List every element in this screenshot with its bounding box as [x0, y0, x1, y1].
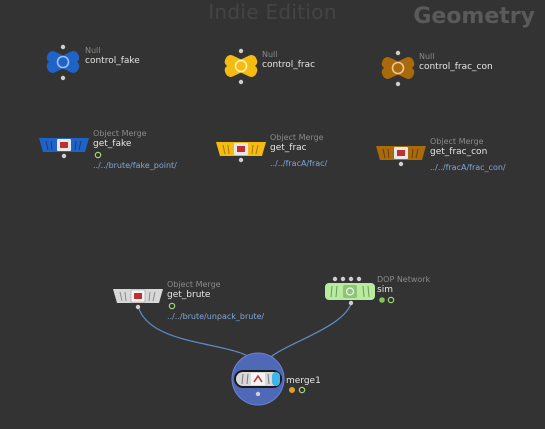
- flag-circle-icon: [298, 386, 306, 394]
- node-name-label[interactable]: get_brute: [167, 290, 211, 300]
- warning-badge-icon: [289, 387, 295, 393]
- dop-network-icon: [343, 285, 357, 298]
- node-flags-icons[interactable]: [378, 296, 400, 306]
- node-path-param: ../../brute/unpack_brute/: [167, 312, 265, 321]
- object-merge-node-shape[interactable]: [215, 132, 271, 166]
- node-control-frac-con[interactable]: Null control_frac_con: [375, 50, 505, 90]
- node-control-frac[interactable]: Null control_frac: [218, 48, 328, 88]
- node-path-param: ../../fracA/frac/: [270, 159, 328, 168]
- node-name-label[interactable]: control_fake: [85, 56, 140, 66]
- node-name-label[interactable]: get_frac_con: [430, 147, 488, 157]
- null-node-shape[interactable]: [218, 48, 268, 88]
- object-merge-node-shape[interactable]: [38, 128, 94, 162]
- null-node-shape[interactable]: [375, 50, 425, 90]
- null-ring-icon: [391, 61, 405, 75]
- null-ring-icon: [56, 55, 70, 69]
- node-name-label[interactable]: merge1: [286, 376, 321, 386]
- node-get-frac[interactable]: Object Merge get_frac ../../fracA/frac/: [215, 132, 355, 178]
- node-type-label: Null: [262, 50, 278, 59]
- node-name-label[interactable]: control_frac: [262, 60, 316, 70]
- flag-circle-icon: [387, 296, 395, 304]
- null-node-shape[interactable]: [40, 44, 90, 84]
- node-get-frac-con[interactable]: Object Merge get_frac_con ../../fracA/fr…: [375, 136, 540, 182]
- node-type-label: Object Merge: [167, 280, 221, 289]
- node-type-label: Object Merge: [430, 137, 484, 146]
- object-merge-node-shape[interactable]: [112, 279, 168, 313]
- node-get-fake[interactable]: Object Merge get_fake ../../brute/fake_p…: [38, 128, 188, 174]
- network-context-label: Geometry: [413, 4, 535, 29]
- node-type-label: Object Merge: [93, 129, 147, 138]
- object-merge-node-shape[interactable]: [375, 136, 431, 170]
- node-name-label[interactable]: control_frac_con: [419, 62, 493, 72]
- merge-node-shape[interactable]: [228, 352, 288, 410]
- node-type-label: Null: [85, 46, 101, 55]
- display-flag: [272, 372, 280, 386]
- node-flags-icons[interactable]: [288, 386, 312, 396]
- node-name-label[interactable]: get_frac: [270, 143, 307, 153]
- node-sim[interactable]: DOP Network sim: [323, 274, 443, 308]
- node-path-param: ../../brute/fake_point/: [93, 161, 177, 170]
- node-merge1[interactable]: merge1: [228, 352, 338, 410]
- null-ring-icon: [234, 59, 248, 73]
- green-flag-icon: [379, 297, 385, 303]
- edition-watermark: Indie Edition: [208, 0, 337, 24]
- node-type-label: DOP Network: [377, 275, 431, 284]
- node-control-fake[interactable]: Null control_fake: [40, 44, 150, 84]
- node-get-brute[interactable]: Object Merge get_brute ../../brute/unpac…: [112, 279, 272, 325]
- flag-circle-icon[interactable]: [94, 151, 104, 161]
- node-name-label[interactable]: get_fake: [93, 139, 132, 149]
- node-name-label[interactable]: sim: [377, 285, 393, 295]
- node-path-param: ../../fracA/frac_con/: [430, 163, 506, 172]
- node-type-label: Object Merge: [270, 133, 324, 142]
- node-type-label: Null: [419, 52, 435, 61]
- flag-circle-icon[interactable]: [168, 302, 178, 312]
- dop-network-node-shape[interactable]: [323, 274, 379, 308]
